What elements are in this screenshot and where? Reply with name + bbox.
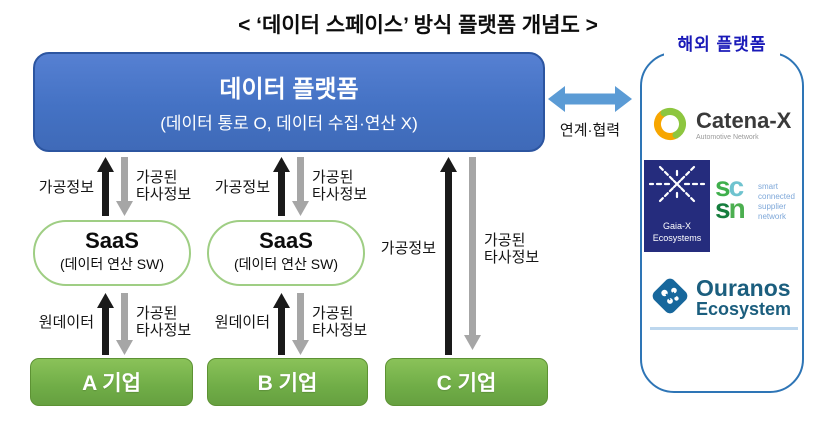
company-b-box: B 기업	[207, 358, 368, 406]
up-arrow-icon	[97, 157, 114, 216]
scsn-logo: sc sn	[715, 173, 746, 225]
gaia-x-logo: Gaia-X Ecosystems	[644, 160, 710, 252]
saas-subtitle: (데이터 연산 SW)	[233, 256, 339, 272]
column-b-upper-arrows	[273, 157, 309, 216]
down-arrow-icon	[464, 157, 481, 355]
flow-label-processed-third-party: 가공된 타사정보	[136, 169, 192, 203]
saas-subtitle: (데이터 연산 SW)	[59, 256, 165, 272]
flow-label-processed-third-party: 가공된 타사정보	[484, 232, 540, 266]
flow-label-processed-info: 가공정보	[380, 240, 436, 257]
column-c-arrows	[440, 157, 481, 355]
down-arrow-icon	[116, 293, 133, 355]
scsn-tagline: smart connected supplier network	[758, 182, 795, 221]
flow-label-raw-data: 원데이터	[38, 314, 94, 331]
saas-oval-b: SaaS (데이터 연산 SW)	[207, 220, 365, 286]
column-a-lower-arrows	[97, 293, 133, 355]
diagram-title: < ‘데이터 스페이스’ 방식 플랫폼 개념도 >	[238, 14, 598, 37]
down-arrow-icon	[292, 293, 309, 355]
gaia-x-ecosystems-label: Ecosystems	[652, 232, 702, 243]
data-platform-title: 데이터 플랫폼	[219, 76, 359, 103]
saas-title: SaaS	[259, 228, 313, 253]
ouranos-wordmark: Ouranos Ecosystem	[696, 275, 792, 319]
saas-title: SaaS	[85, 228, 139, 253]
company-c-label: C 기업	[436, 372, 497, 395]
gaia-x-name: Gaia-X	[662, 221, 691, 231]
flow-label-processed-third-party: 가공된 타사정보	[136, 305, 192, 339]
ouranos-ecosystem-label: Ecosystem	[696, 298, 792, 319]
cooperation-label: 연계·협력	[559, 122, 621, 139]
catena-x-wordmark: Catena-X Automotive Network	[696, 108, 792, 142]
data-platform-box: 데이터 플랫폼 (데이터 통로 O, 데이터 수집·연산 X)	[33, 52, 545, 152]
catena-x-logo-icon	[650, 101, 690, 152]
down-arrow-icon	[116, 157, 133, 216]
panel-divider	[650, 327, 798, 330]
up-arrow-icon	[440, 157, 457, 355]
flow-label-raw-data: 원데이터	[214, 314, 270, 331]
column-a-upper-arrows	[97, 157, 133, 216]
scsn-letter-s2: s	[715, 193, 731, 225]
flow-label-processed-info: 가공정보	[38, 179, 94, 196]
scsn-letter-s1: s	[715, 171, 731, 202]
company-c-box: C 기업	[385, 358, 548, 406]
up-arrow-icon	[273, 157, 290, 216]
ouranos-name: Ouranos	[696, 275, 791, 301]
flow-label-processed-third-party: 가공된 타사정보	[312, 305, 368, 339]
catena-x-name: Catena-X	[696, 108, 792, 133]
flow-label-processed-info: 가공정보	[214, 179, 270, 196]
ouranos-logo-icon	[648, 274, 692, 323]
scsn-letter-n: n	[728, 193, 746, 225]
saas-oval-a: SaaS (데이터 연산 SW)	[33, 220, 191, 286]
overseas-platform-title: 해외 플랫폼	[664, 33, 780, 57]
gaia-x-pattern-icon	[644, 160, 710, 221]
link-double-arrow-icon	[548, 84, 632, 119]
column-b-lower-arrows	[273, 293, 309, 355]
flow-label-processed-third-party: 가공된 타사정보	[312, 169, 368, 203]
catena-x-subtitle: Automotive Network	[696, 134, 759, 141]
company-b-label: B 기업	[257, 372, 318, 395]
data-platform-subtitle: (데이터 통로 O, 데이터 수집·연산 X)	[160, 114, 418, 133]
scsn-letter-c: c	[728, 171, 745, 202]
up-arrow-icon	[273, 293, 290, 355]
company-a-box: A 기업	[30, 358, 193, 406]
down-arrow-icon	[292, 157, 309, 216]
company-a-label: A 기업	[82, 372, 141, 395]
up-arrow-icon	[97, 293, 114, 355]
